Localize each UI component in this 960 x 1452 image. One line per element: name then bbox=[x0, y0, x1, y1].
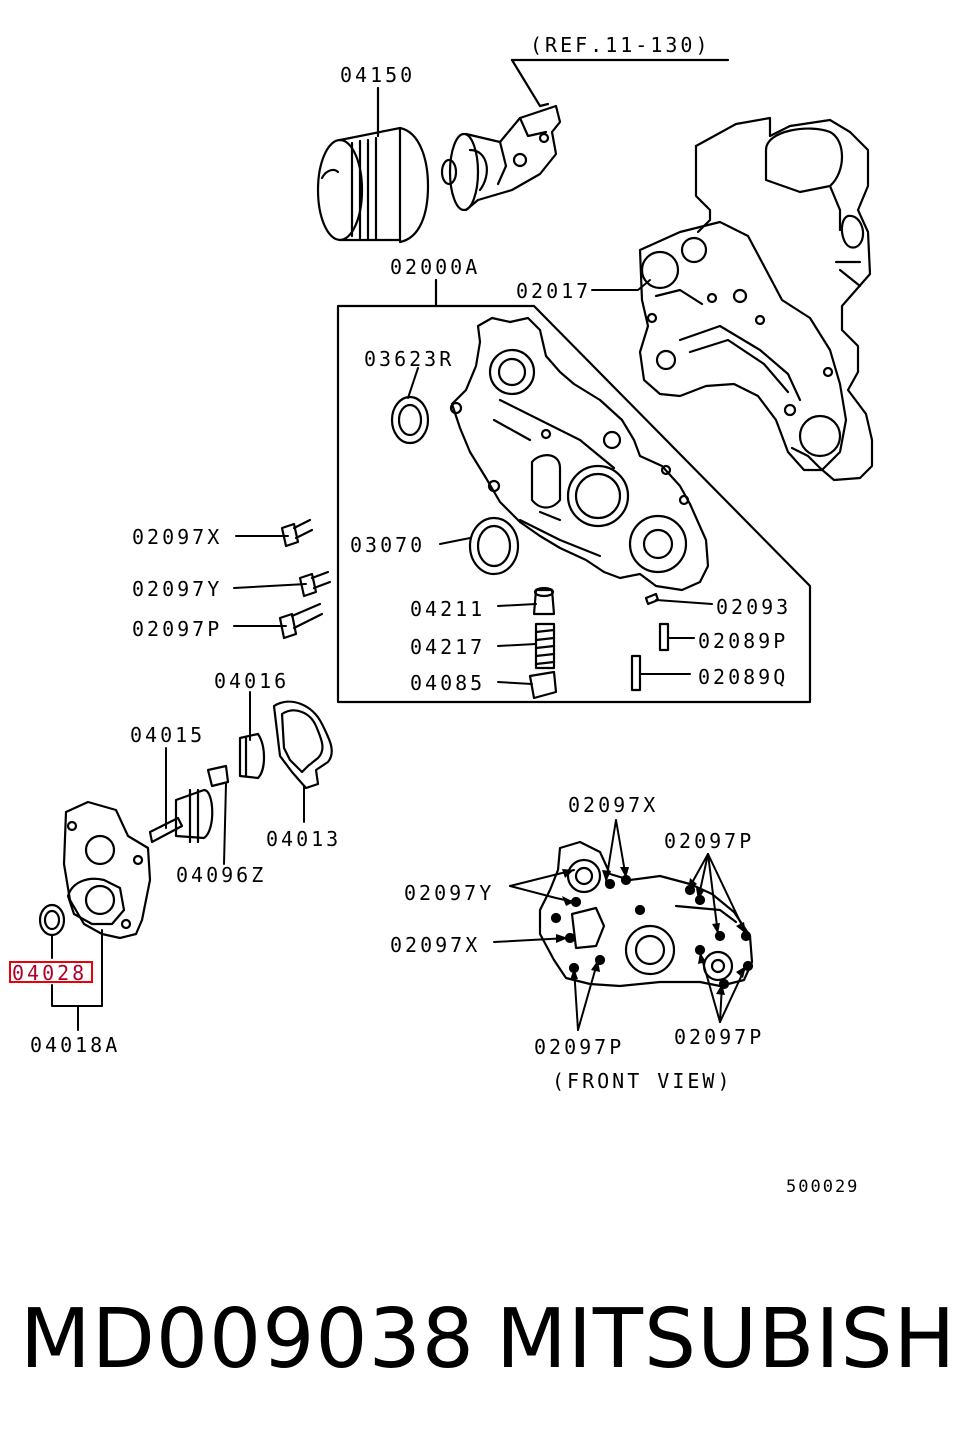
part-label-04085: 04085 bbox=[410, 671, 486, 695]
part-label-04096Z: 04096Z bbox=[176, 863, 267, 887]
reference-label: (REF.11-130) bbox=[530, 33, 711, 57]
part-label-02097Y: 02097Y bbox=[132, 577, 223, 601]
front-label-02097P-bottom-left: 02097P bbox=[534, 1035, 625, 1059]
part-label-02097X: 02097X bbox=[132, 525, 223, 549]
part-label-04016: 04016 bbox=[214, 669, 290, 693]
part-label-04013: 04013 bbox=[266, 827, 342, 851]
part-label-02097P: 02097P bbox=[132, 617, 223, 641]
filter-bracket-drawing bbox=[440, 58, 730, 212]
part-label-04211: 04211 bbox=[410, 597, 486, 621]
arrowheads bbox=[556, 867, 746, 995]
part-label-04150: 04150 bbox=[340, 63, 416, 87]
part-label-03623R: 03623R bbox=[364, 347, 455, 371]
part-label-02089P: 02089P bbox=[698, 629, 789, 653]
drawing-number: 500029 bbox=[786, 1177, 860, 1197]
front-view-drawing bbox=[538, 840, 754, 990]
caption-brand: MITSUBISHI bbox=[496, 1292, 960, 1387]
part-label-04028-highlighted[interactable]: 04028 bbox=[12, 961, 88, 985]
part-label-04015: 04015 bbox=[130, 723, 206, 747]
front-label-02097P-bottom-right: 02097P bbox=[674, 1025, 765, 1049]
part-label-03070: 03070 bbox=[350, 533, 426, 557]
engine-block-drawing bbox=[638, 116, 874, 482]
detail-frame bbox=[336, 278, 812, 704]
highlight-box-04028 bbox=[9, 961, 93, 983]
part-label-02089Q: 02089Q bbox=[698, 665, 789, 689]
part-label-04217: 04217 bbox=[410, 635, 486, 659]
leader-lines bbox=[51, 279, 747, 1031]
part-label-04018A: 04018A bbox=[30, 1033, 121, 1057]
front-view-label: (FRONT VIEW) bbox=[552, 1069, 733, 1093]
front-label-02097X-top: 02097X bbox=[568, 793, 659, 817]
oil-filter-drawing bbox=[316, 86, 430, 244]
front-label-02097X-mid: 02097X bbox=[390, 933, 481, 957]
front-label-02097Y: 02097Y bbox=[404, 881, 495, 905]
part-label-02093: 02093 bbox=[716, 595, 792, 619]
oil-pump-drawing bbox=[38, 700, 333, 940]
bolts-drawing bbox=[278, 518, 332, 640]
part-label-02000A: 02000A bbox=[390, 255, 481, 279]
caption-part-number: MD009038 bbox=[20, 1292, 475, 1387]
front-label-02097P-top: 02097P bbox=[664, 829, 755, 853]
part-label-02017: 02017 bbox=[516, 279, 592, 303]
